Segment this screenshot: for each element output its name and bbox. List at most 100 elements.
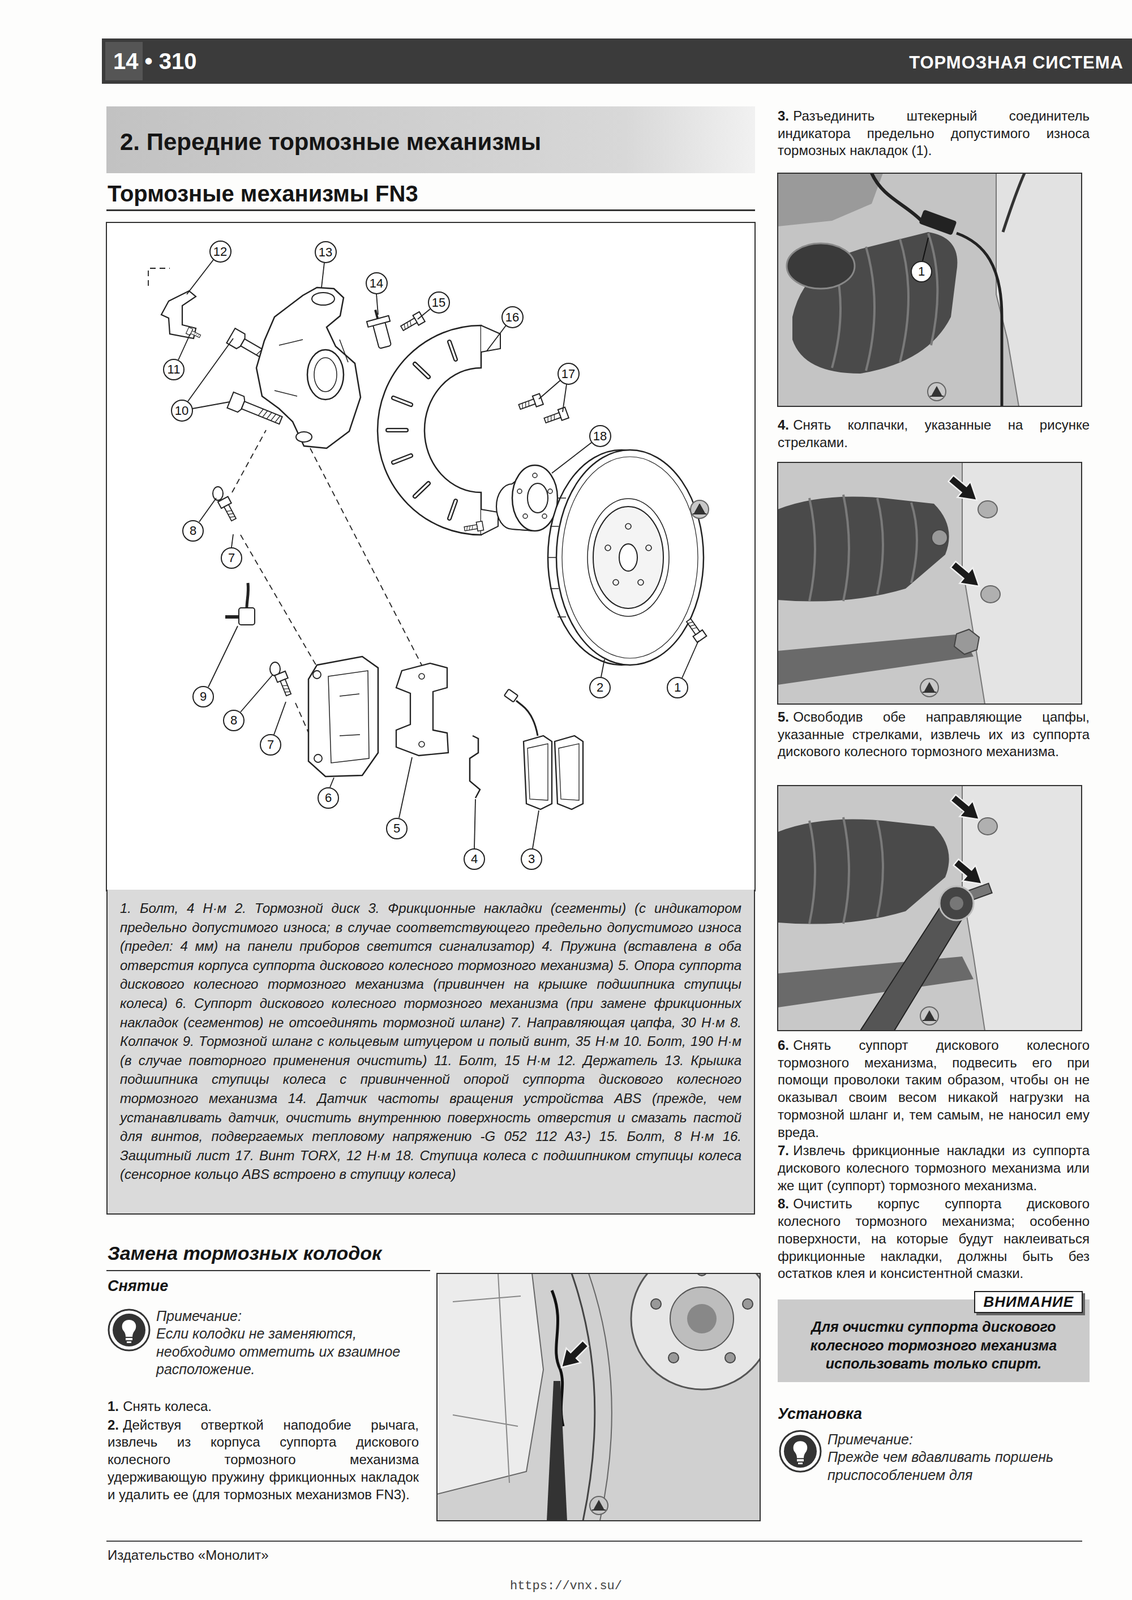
- exploded-view: [314, 754, 323, 763]
- exploded-view: [307, 349, 344, 400]
- exploded-view: [225, 615, 239, 619]
- exploded-view: [683, 616, 707, 643]
- callout-number: 1: [666, 676, 689, 699]
- text-line: Издательство «Монолит»: [107, 1547, 269, 1563]
- leader-line: [486, 325, 507, 351]
- note-icon: [779, 1430, 821, 1472]
- exploded-view: [308, 656, 379, 777]
- leader-line: [231, 534, 234, 548]
- note-heading: Примечание:: [827, 1430, 1090, 1449]
- photo: [996, 173, 1082, 407]
- exploded-view: [587, 498, 670, 617]
- step-text: 6.Снять суппорт дискового колесного торм…: [777, 1036, 1090, 1142]
- text-line: Извлечь фрикционные накладки из суппорта…: [777, 1142, 1090, 1193]
- procedure-heading: Замена тормозных колодок: [107, 1241, 431, 1266]
- exploded-view: [339, 693, 360, 736]
- callout-label: 18: [590, 426, 611, 447]
- photo: [939, 886, 974, 921]
- photo: [571, 1273, 595, 1521]
- note-text: Прежде чем вдавливать поршень приспособл…: [827, 1448, 1090, 1485]
- callout-number: 2: [589, 676, 611, 699]
- text-line: Снять колеса.: [122, 1398, 212, 1414]
- note-heading: Примечание:: [156, 1307, 419, 1326]
- callout-number: 6: [317, 787, 340, 809]
- section-title: 2. Передние тормозные механизмы: [119, 127, 743, 157]
- exploded-view: [312, 670, 321, 679]
- photo: [871, 173, 923, 222]
- exploded-view: [274, 339, 349, 397]
- exploded-view: [232, 430, 267, 493]
- callout-label: 5: [387, 819, 407, 839]
- step-text: 8.Очистить корпус суппорта дискового кол…: [777, 1195, 1090, 1283]
- photo: [777, 785, 1082, 1031]
- exploded-view: [690, 500, 709, 519]
- photo: [777, 819, 950, 925]
- photo: [554, 1336, 593, 1375]
- exploded-view: [527, 743, 548, 801]
- photo: [920, 678, 939, 697]
- photo: [954, 629, 980, 655]
- callout-number: 1: [910, 260, 933, 283]
- watermark: https://vnx.su/: [424, 1579, 708, 1594]
- callout-number: 14: [365, 272, 388, 295]
- callout-number: 13: [314, 241, 337, 264]
- leader-line: [186, 259, 214, 295]
- step-text: 3.Разъединить штекерный соединитель инди…: [777, 107, 1090, 160]
- exploded-view: [481, 325, 501, 353]
- exploded-view: [558, 743, 580, 801]
- exploded-view: [418, 741, 425, 748]
- leader-line: [376, 293, 379, 315]
- callout-label: 2: [590, 678, 610, 698]
- callout-number: 8: [223, 709, 245, 732]
- callout-label: 3: [521, 849, 542, 869]
- photo: [860, 901, 966, 1031]
- step-number: 5.: [777, 709, 790, 725]
- leader-line: [601, 659, 605, 677]
- callout-label: 14: [366, 273, 387, 294]
- callout-number: 8: [182, 520, 204, 542]
- callout-label: 9: [193, 687, 213, 707]
- exploded-view: [238, 607, 255, 625]
- step-text: 4.Снять колпачки, указанные на рисунке с…: [777, 416, 1090, 452]
- exploded-view: [217, 496, 239, 523]
- photo: [931, 529, 948, 546]
- exploded-view: [377, 325, 482, 535]
- exploded-view: [399, 311, 426, 334]
- photo: [949, 854, 989, 893]
- step-text: 2.Действуя отверткой наподобие рычага, и…: [107, 1416, 419, 1504]
- callout-number: 12: [209, 240, 232, 263]
- photo: [777, 785, 1082, 1031]
- leader-line: [199, 498, 217, 522]
- step-text: 5.Освободив обе направляющие цапфы, указ…: [777, 708, 1090, 761]
- header-bar: [101, 38, 1132, 84]
- callout-label: 8: [224, 710, 244, 731]
- step-number: 2.: [107, 1417, 119, 1433]
- exploded-view: [310, 448, 422, 666]
- leader-line: [178, 259, 699, 849]
- exploded-view: [469, 735, 480, 799]
- exploded-view: [542, 513, 547, 519]
- callout-label: 11: [164, 359, 184, 380]
- photo: [927, 382, 946, 401]
- photo: [978, 817, 998, 835]
- leader-line: [187, 338, 234, 409]
- photo: [949, 896, 964, 911]
- leader-line: [399, 757, 413, 818]
- photo: [809, 494, 917, 602]
- photo: [946, 790, 986, 828]
- step-number: 7.: [777, 1142, 790, 1159]
- photo: [786, 243, 855, 289]
- exploded-view: [314, 357, 337, 392]
- exploded-view: [387, 341, 456, 519]
- exploded-view: [543, 407, 569, 427]
- photo: [920, 1006, 939, 1026]
- leader-line: [682, 640, 699, 679]
- text-line: Освободив обе направляющие цапфы, указан…: [777, 709, 1090, 760]
- exploded-view: [532, 473, 538, 478]
- exploded-view: [328, 670, 370, 763]
- warning-box: ВНИМАНИЕДля очистки суппорта дискового к…: [777, 1299, 1090, 1383]
- step-number: 3.: [777, 108, 790, 124]
- exploded-view: [387, 341, 456, 519]
- chapter-header: ТОРМОЗНАЯ СИСТЕМА: [783, 52, 1124, 74]
- exploded-view: [562, 456, 698, 659]
